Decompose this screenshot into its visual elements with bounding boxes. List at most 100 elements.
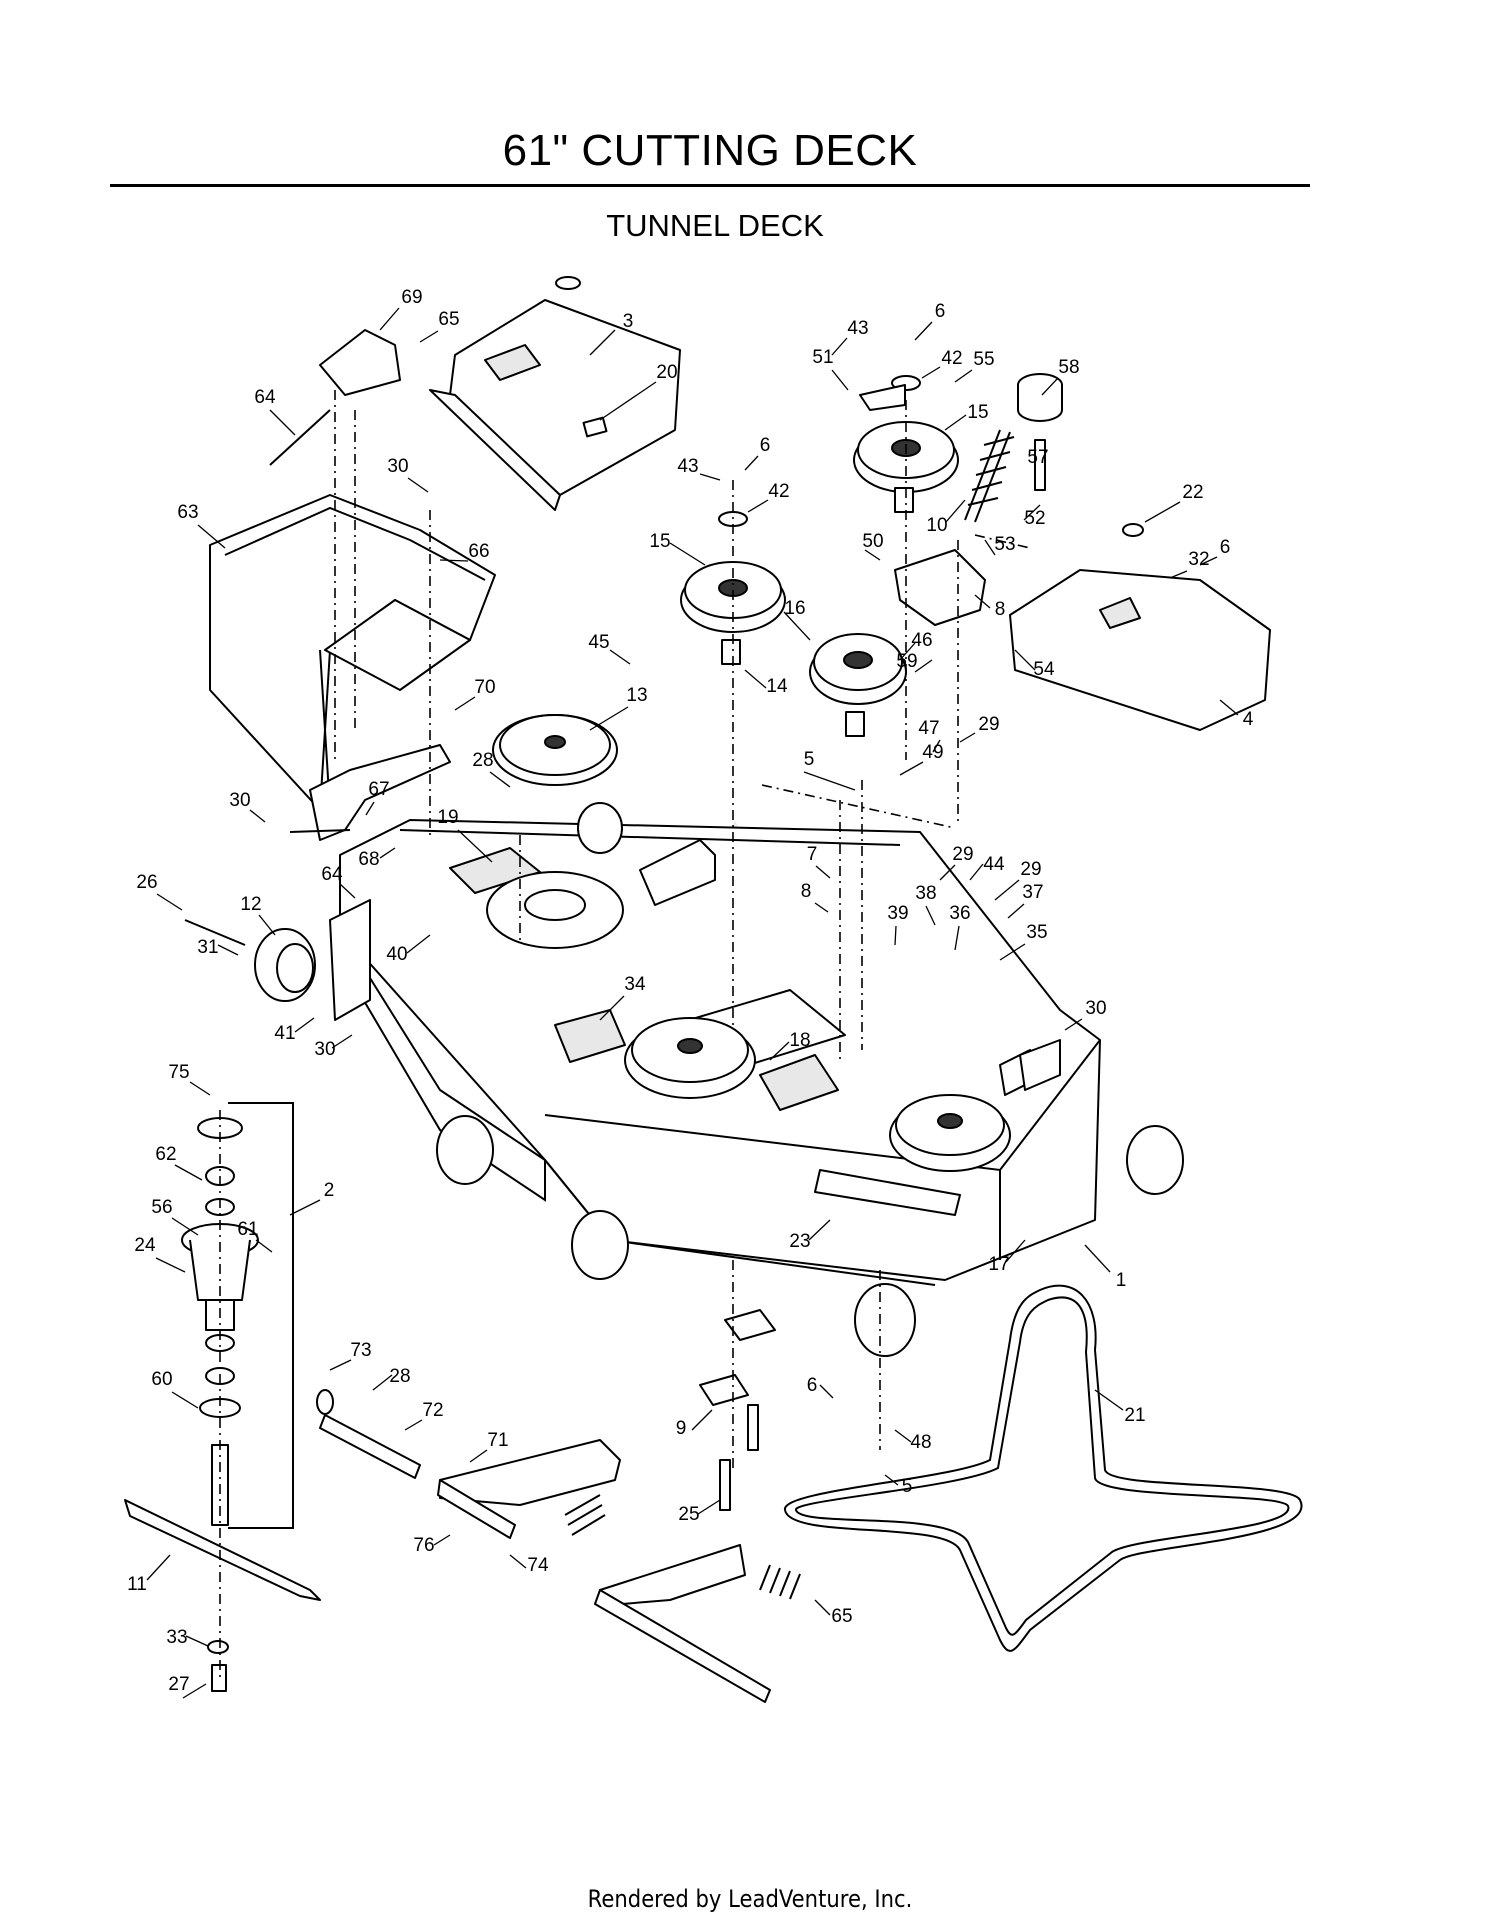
callout-label: 48 bbox=[910, 1432, 931, 1453]
page-footer: Rendered by LeadVenture, Inc. bbox=[587, 1885, 913, 1913]
callout-label: 69 bbox=[401, 287, 422, 308]
callout-label: 6 bbox=[807, 1375, 818, 1396]
callout-label: 63 bbox=[177, 502, 198, 523]
callout-label: 21 bbox=[1124, 1405, 1145, 1426]
callout-label: 64 bbox=[254, 387, 276, 408]
callout-label: 62 bbox=[155, 1144, 176, 1165]
callout-label: 72 bbox=[422, 1400, 443, 1421]
callout-label: 47 bbox=[918, 718, 939, 739]
callout-label: 43 bbox=[847, 318, 868, 339]
callout-label: 8 bbox=[995, 599, 1006, 620]
callout-label: 30 bbox=[229, 790, 250, 811]
callout-label: 45 bbox=[588, 632, 609, 653]
callout-label: 43 bbox=[677, 456, 698, 477]
callout-label: 29 bbox=[952, 844, 973, 865]
callout-label: 67 bbox=[368, 779, 389, 800]
callout-label: 15 bbox=[649, 531, 670, 552]
callout-label: 68 bbox=[358, 849, 379, 870]
callout-label: 73 bbox=[350, 1340, 371, 1361]
assembly-lines bbox=[219, 390, 1031, 1680]
callout-label: 5 bbox=[902, 1476, 913, 1497]
callout-label: 53 bbox=[994, 534, 1015, 555]
chute-hardware bbox=[269, 329, 451, 841]
callout-label: 29 bbox=[978, 714, 999, 735]
callout-label: 50 bbox=[862, 531, 883, 552]
callout-label: 18 bbox=[789, 1030, 810, 1051]
callout-label: 6 bbox=[760, 435, 771, 456]
callout-label: 11 bbox=[127, 1574, 147, 1595]
callout-label: 42 bbox=[768, 481, 789, 502]
callout-label: 28 bbox=[472, 750, 493, 771]
callout-label: 61 bbox=[237, 1219, 258, 1240]
callout-label: 30 bbox=[387, 456, 408, 477]
callout-label: 17 bbox=[988, 1254, 1009, 1275]
callout-label: 13 bbox=[626, 685, 647, 706]
callout-label: 20 bbox=[656, 362, 677, 383]
callout-label: 38 bbox=[915, 883, 936, 904]
callout-label: 15 bbox=[967, 402, 988, 423]
page-title: 61" CUTTING DECK bbox=[502, 126, 918, 175]
callout-label: 76 bbox=[413, 1535, 434, 1556]
callout-label: 22 bbox=[1182, 482, 1203, 503]
callout-label: 16 bbox=[784, 598, 805, 619]
title-divider bbox=[110, 184, 1310, 187]
callout-label: 46 bbox=[911, 630, 932, 651]
callout-label: 28 bbox=[389, 1366, 410, 1387]
deck-housing bbox=[339, 802, 1184, 1357]
callout-label: 40 bbox=[386, 944, 407, 965]
callout-label: 30 bbox=[314, 1039, 335, 1060]
callout-label: 74 bbox=[527, 1555, 549, 1576]
callout-label: 60 bbox=[151, 1369, 172, 1390]
callout-label: 51 bbox=[812, 347, 833, 368]
callout-label: 8 bbox=[801, 881, 812, 902]
discharge-chute bbox=[209, 494, 496, 811]
callout-label: 35 bbox=[1026, 922, 1047, 943]
callout-label: 58 bbox=[1058, 357, 1079, 378]
rear-wheel-assembly bbox=[184, 899, 371, 1021]
callout-label: 54 bbox=[1033, 659, 1055, 680]
callout-label: 56 bbox=[151, 1197, 172, 1218]
callout-label: 66 bbox=[468, 541, 489, 562]
callout-label: 39 bbox=[887, 903, 908, 924]
callout-label: 9 bbox=[676, 1418, 687, 1439]
callout-label: 10 bbox=[926, 515, 947, 536]
leader-lines bbox=[146, 307, 1239, 1699]
callout-label: 59 bbox=[896, 651, 917, 672]
callout-label: 1 bbox=[1116, 1270, 1127, 1291]
callout-label: 30 bbox=[1085, 998, 1106, 1019]
callout-labels: 1 2 3 4 5 5 6 6 6 6 7 8 8 9 10 11 12 13 … bbox=[127, 287, 1254, 1695]
spindle-assembly bbox=[124, 1102, 321, 1692]
callout-label: 25 bbox=[678, 1504, 699, 1525]
callout-label: 55 bbox=[973, 349, 994, 370]
callout-label: 70 bbox=[474, 677, 495, 698]
idler-arm-assembly bbox=[859, 373, 1063, 626]
callout-label: 65 bbox=[438, 309, 459, 330]
callout-label: 24 bbox=[134, 1235, 156, 1256]
callout-label: 42 bbox=[941, 348, 962, 369]
callout-label: 64 bbox=[321, 864, 343, 885]
callout-label: 49 bbox=[922, 742, 943, 763]
callout-label: 26 bbox=[136, 872, 157, 893]
callout-label: 7 bbox=[807, 844, 818, 865]
callout-label: 12 bbox=[240, 894, 261, 915]
callout-label: 2 bbox=[324, 1180, 335, 1201]
callout-label: 3 bbox=[623, 311, 634, 332]
callout-label: 6 bbox=[1220, 537, 1231, 558]
callout-label: 57 bbox=[1027, 447, 1048, 468]
callout-label: 37 bbox=[1022, 882, 1043, 903]
callout-label: 31 bbox=[197, 937, 218, 958]
callout-label: 29 bbox=[1020, 859, 1041, 880]
callout-label: 27 bbox=[168, 1674, 189, 1695]
drive-belt bbox=[784, 1284, 1303, 1652]
callout-label: 52 bbox=[1024, 508, 1045, 529]
belt-covers bbox=[429, 276, 1271, 731]
callout-label: 33 bbox=[166, 1627, 187, 1648]
bottom-hardware bbox=[699, 1309, 776, 1511]
callout-label: 71 bbox=[487, 1430, 508, 1451]
callout-label: 19 bbox=[437, 807, 458, 828]
callout-label: 5 bbox=[804, 749, 815, 770]
callout-label: 14 bbox=[766, 676, 788, 697]
callout-label: 41 bbox=[274, 1023, 295, 1044]
callout-label: 23 bbox=[789, 1231, 810, 1252]
